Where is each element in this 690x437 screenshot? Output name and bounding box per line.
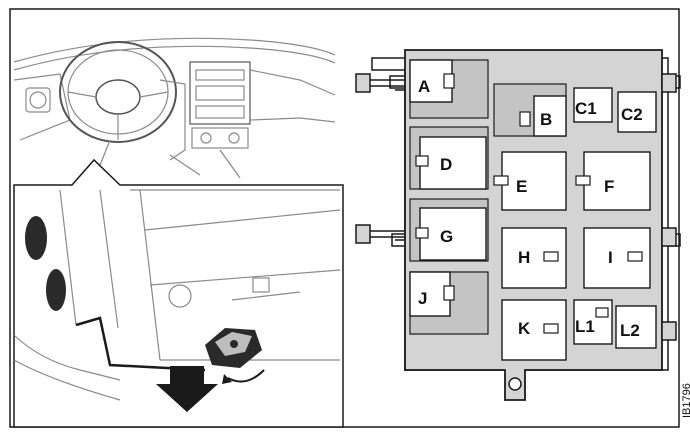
label-j: J	[418, 289, 427, 308]
footwell-illustration	[13, 189, 341, 401]
trim-panel-edge	[25, 216, 66, 311]
relay-pins	[415, 73, 643, 334]
label-h: H	[518, 248, 530, 267]
label-l1: L1	[575, 317, 595, 336]
label-e: E	[516, 177, 527, 196]
relay-f	[583, 151, 651, 211]
relay-g	[419, 207, 487, 261]
figure-id: IB1796	[681, 383, 690, 418]
fastener-clip	[205, 328, 262, 368]
relay-l1	[573, 299, 613, 345]
relay-b	[533, 95, 567, 137]
down-arrow-icon	[156, 366, 218, 412]
label-k: K	[518, 319, 531, 338]
panel-edge-line	[75, 316, 206, 372]
relay-l2	[615, 305, 657, 349]
label-f: F	[604, 177, 614, 196]
label-l2: L2	[620, 321, 640, 340]
label-c1: C1	[575, 99, 597, 118]
relay-c1	[573, 87, 613, 123]
label-a: A	[418, 77, 430, 96]
label-b: B	[540, 110, 552, 129]
label-d: D	[440, 155, 452, 174]
dashboard-illustration	[13, 37, 336, 179]
relay-c2	[617, 91, 657, 133]
relay-e	[501, 151, 567, 211]
label-c2: C2	[621, 105, 643, 124]
relay-blocks	[409, 59, 657, 361]
relay-labels: A B C1 C2 D E F G H I J K L1 L2	[418, 77, 643, 340]
label-i: I	[608, 248, 613, 267]
label-g: G	[440, 227, 453, 246]
relay-d	[419, 136, 487, 190]
rotate-arrow-icon	[227, 369, 265, 383]
relay-h	[501, 227, 567, 289]
